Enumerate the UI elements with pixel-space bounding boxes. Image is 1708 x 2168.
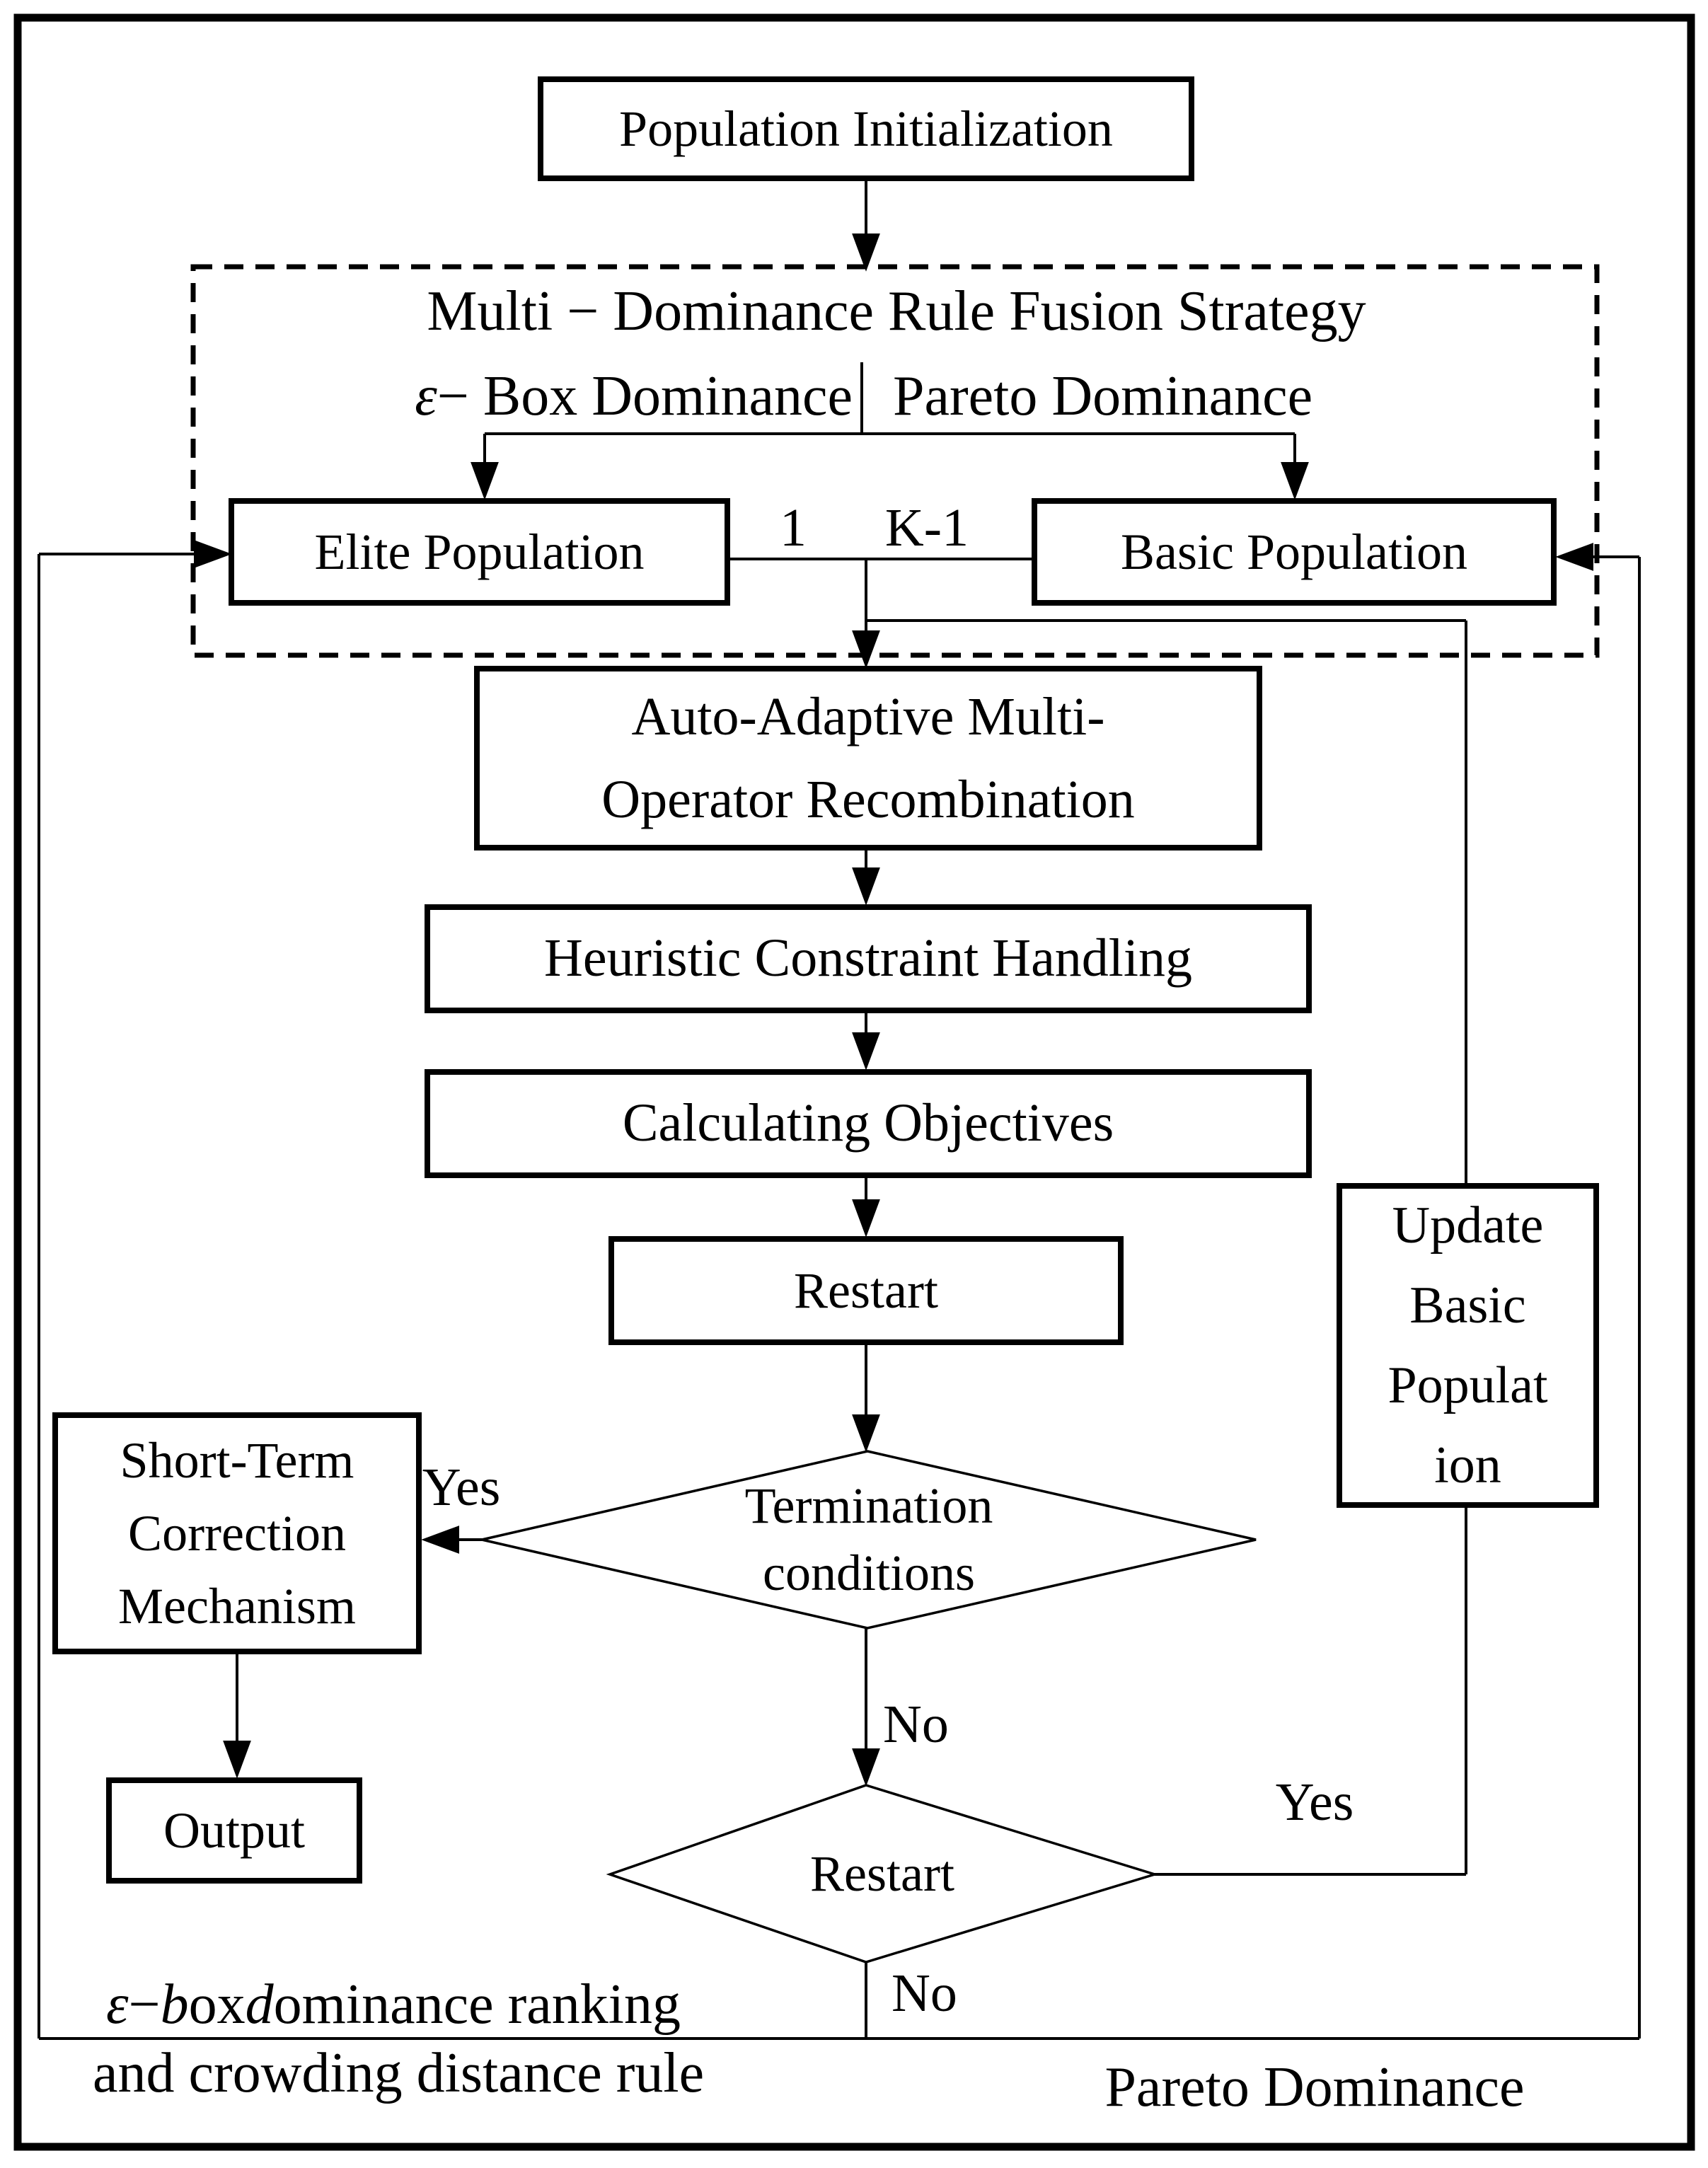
text-run: ominance ranking bbox=[273, 1973, 681, 2036]
text-line: Termination bbox=[744, 1477, 993, 1534]
edge-shortterm-to-output bbox=[223, 1654, 251, 1779]
split-label-k-minus-1: K-1 bbox=[884, 497, 969, 558]
figure-border bbox=[13, 13, 1695, 2151]
edge-popinit-to-strategy bbox=[852, 181, 880, 272]
edge-restartno-left-feedback-to-elite bbox=[37, 540, 1639, 2040]
node-population-initialization: Population Initialization bbox=[538, 76, 1194, 181]
node-calculating-objectives: Calculating Objectives bbox=[425, 1069, 1312, 1178]
edge-update-basic-feedback bbox=[866, 619, 1467, 1876]
decision-termination-conditions: Termination conditions bbox=[482, 1451, 1256, 1628]
footnote-epsilon-ranking-line2: and crowding distance rule bbox=[93, 2041, 705, 2104]
text-line: Populat bbox=[1387, 1356, 1548, 1414]
text-run: − Box Dominance bbox=[437, 364, 853, 427]
text-line: Correction bbox=[128, 1504, 346, 1562]
text-line: Mechanism bbox=[118, 1577, 356, 1634]
edge-termination-no bbox=[852, 1628, 880, 1787]
text-line: Short-Term bbox=[120, 1431, 354, 1489]
node-heuristic-constraint-handling: Heuristic Constraint Handling bbox=[425, 904, 1312, 1013]
decision-restart: Restart bbox=[810, 1845, 954, 1902]
split-label-one: 1 bbox=[780, 497, 807, 558]
text-line: Auto-Adaptive Multi- bbox=[631, 686, 1105, 746]
node-restart-step: Restart bbox=[608, 1236, 1124, 1345]
restart-yes-label: Yes bbox=[1275, 1772, 1354, 1832]
text-run: ε bbox=[415, 364, 437, 427]
text-line: Basic bbox=[1409, 1276, 1526, 1334]
node-output: Output bbox=[106, 1777, 362, 1884]
strategy-epsilon-box-dominance-label: ε − Box Dominance bbox=[283, 364, 853, 429]
edge-rules-to-populations bbox=[471, 362, 1309, 500]
text-run: ox bbox=[188, 1973, 246, 2036]
text-line: conditions bbox=[763, 1545, 975, 1601]
edge-populations-to-recombination bbox=[730, 558, 1032, 669]
text-line: Update bbox=[1392, 1196, 1544, 1255]
strategy-dashed-border bbox=[190, 264, 1600, 658]
strategy-pareto-dominance-label: Pareto Dominance bbox=[893, 364, 1313, 427]
edge-calculating-to-restart bbox=[852, 1178, 880, 1238]
edge-heuristic-to-calculating bbox=[852, 1013, 880, 1071]
text-run: d bbox=[245, 1973, 274, 2036]
footnote-pareto-dominance: Pareto Dominance bbox=[1104, 2055, 1525, 2118]
text-run: ε bbox=[106, 1973, 129, 2036]
edge-termination-yes bbox=[421, 1526, 482, 1554]
node-basic-population: Basic Population bbox=[1032, 498, 1557, 606]
edge-restart-to-termination bbox=[852, 1345, 880, 1453]
text-run: − bbox=[128, 1973, 161, 2036]
text-line: Operator Recombination bbox=[601, 769, 1135, 829]
text-line: ion bbox=[1434, 1436, 1501, 1494]
edge-recombination-to-heuristic bbox=[852, 851, 880, 906]
strategy-title: Multi − Dominance Rule Fusion Strategy bbox=[427, 279, 1366, 342]
node-auto-adaptive-recombination: Auto-Adaptive Multi- Operator Recombinati… bbox=[474, 666, 1262, 851]
termination-yes-label: Yes bbox=[422, 1457, 501, 1517]
termination-no-label: No bbox=[883, 1694, 949, 1754]
node-elite-population: Elite Population bbox=[229, 498, 730, 606]
edge-right-feedback-to-basic bbox=[1555, 543, 1641, 2039]
restart-no-label: No bbox=[891, 1963, 957, 2023]
restart-diamond bbox=[606, 1784, 1159, 1964]
text-run: b bbox=[160, 1973, 189, 2036]
